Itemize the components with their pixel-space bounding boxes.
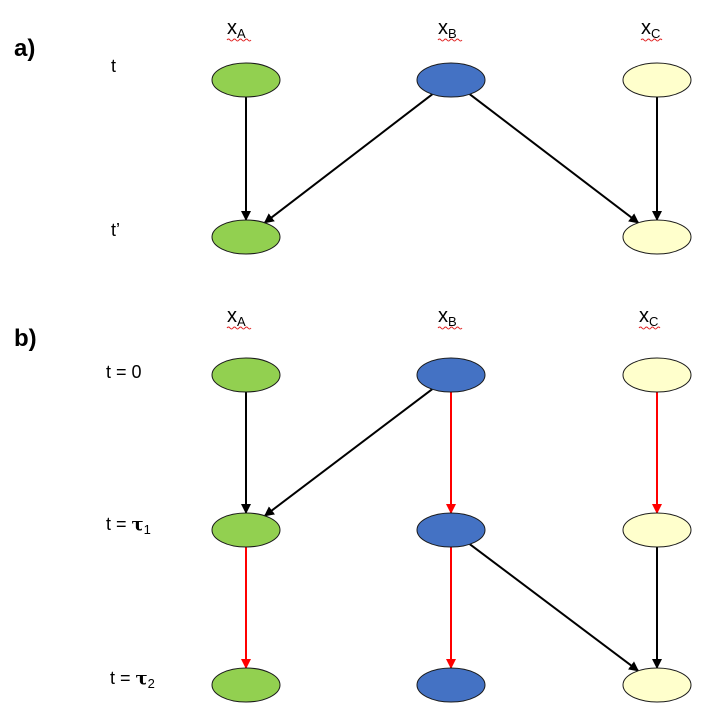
- panel-a-var-A-label: xA: [227, 17, 246, 41]
- spellcheck-squiggle: [437, 326, 463, 330]
- panel-a-edge-B0-to-A1: [263, 93, 434, 224]
- panel-b-time-2: t = τ2: [110, 668, 155, 691]
- panel-b-time-labels: t = 0 t = τ1 t = τ2: [106, 362, 155, 691]
- panel-b-label: b): [14, 325, 37, 352]
- panel-b-edges: [241, 388, 662, 672]
- panel-a-node-B0: [416, 62, 486, 98]
- panel-b-node-C1: [622, 512, 692, 548]
- panel-b-node-B0: [416, 357, 486, 393]
- panel-b-edge-B1-to-C2: [469, 543, 639, 672]
- panel-a-var-C-label: xC: [641, 17, 660, 41]
- spellcheck-squiggle: [640, 38, 663, 42]
- panel-a-node-A0: [211, 62, 281, 98]
- panel-b-node-A2: [211, 667, 281, 703]
- panel-a-var-B-label: xB: [438, 17, 457, 41]
- panel-a-label: a): [14, 35, 35, 62]
- panel-a-time-1: t’: [111, 220, 120, 240]
- panel-b-node-A1: [211, 512, 281, 548]
- panel-b-node-A0: [211, 357, 281, 393]
- panel-a-edges: [241, 93, 662, 224]
- panel-a-var-headers: xA xB xC: [226, 17, 663, 42]
- spellcheck-squiggle: [437, 38, 463, 42]
- spellcheck-squiggle: [638, 326, 661, 330]
- panel-b-var-C-label: xC: [639, 305, 658, 329]
- panel-b-node-B1: [416, 512, 486, 548]
- panel-b-node-B2: [416, 667, 486, 703]
- spellcheck-squiggle: [226, 326, 252, 330]
- panel-b-node-C2: [622, 667, 692, 703]
- panel-a-node-A1: [211, 219, 281, 255]
- panel-b-nodes: [211, 357, 692, 703]
- spellcheck-squiggle: [226, 38, 252, 42]
- panel-b-var-headers: xA xB xC: [226, 305, 661, 330]
- panel-a-node-C1: [622, 219, 692, 255]
- panel-b-var-A-label: xA: [227, 305, 246, 329]
- panel-b-time-0: t = 0: [106, 362, 142, 382]
- panel-a-node-C0: [622, 62, 692, 98]
- panel-a-nodes: [211, 62, 692, 255]
- panel-b-edge-B0-to-A1: [264, 388, 433, 517]
- panel-b: b) xA xB xC t = 0 t = τ1 t = τ2: [14, 305, 692, 703]
- panel-a: a) xA xB xC t t’: [14, 17, 692, 255]
- panel-a-edge-B0-to-C1: [469, 93, 640, 224]
- panel-a-time-labels: t t’: [111, 56, 120, 240]
- panel-b-var-B-label: xB: [438, 305, 457, 329]
- panel-b-node-C0: [622, 357, 692, 393]
- panel-a-time-0: t: [111, 56, 116, 76]
- panel-b-time-1: t = τ1: [106, 514, 151, 537]
